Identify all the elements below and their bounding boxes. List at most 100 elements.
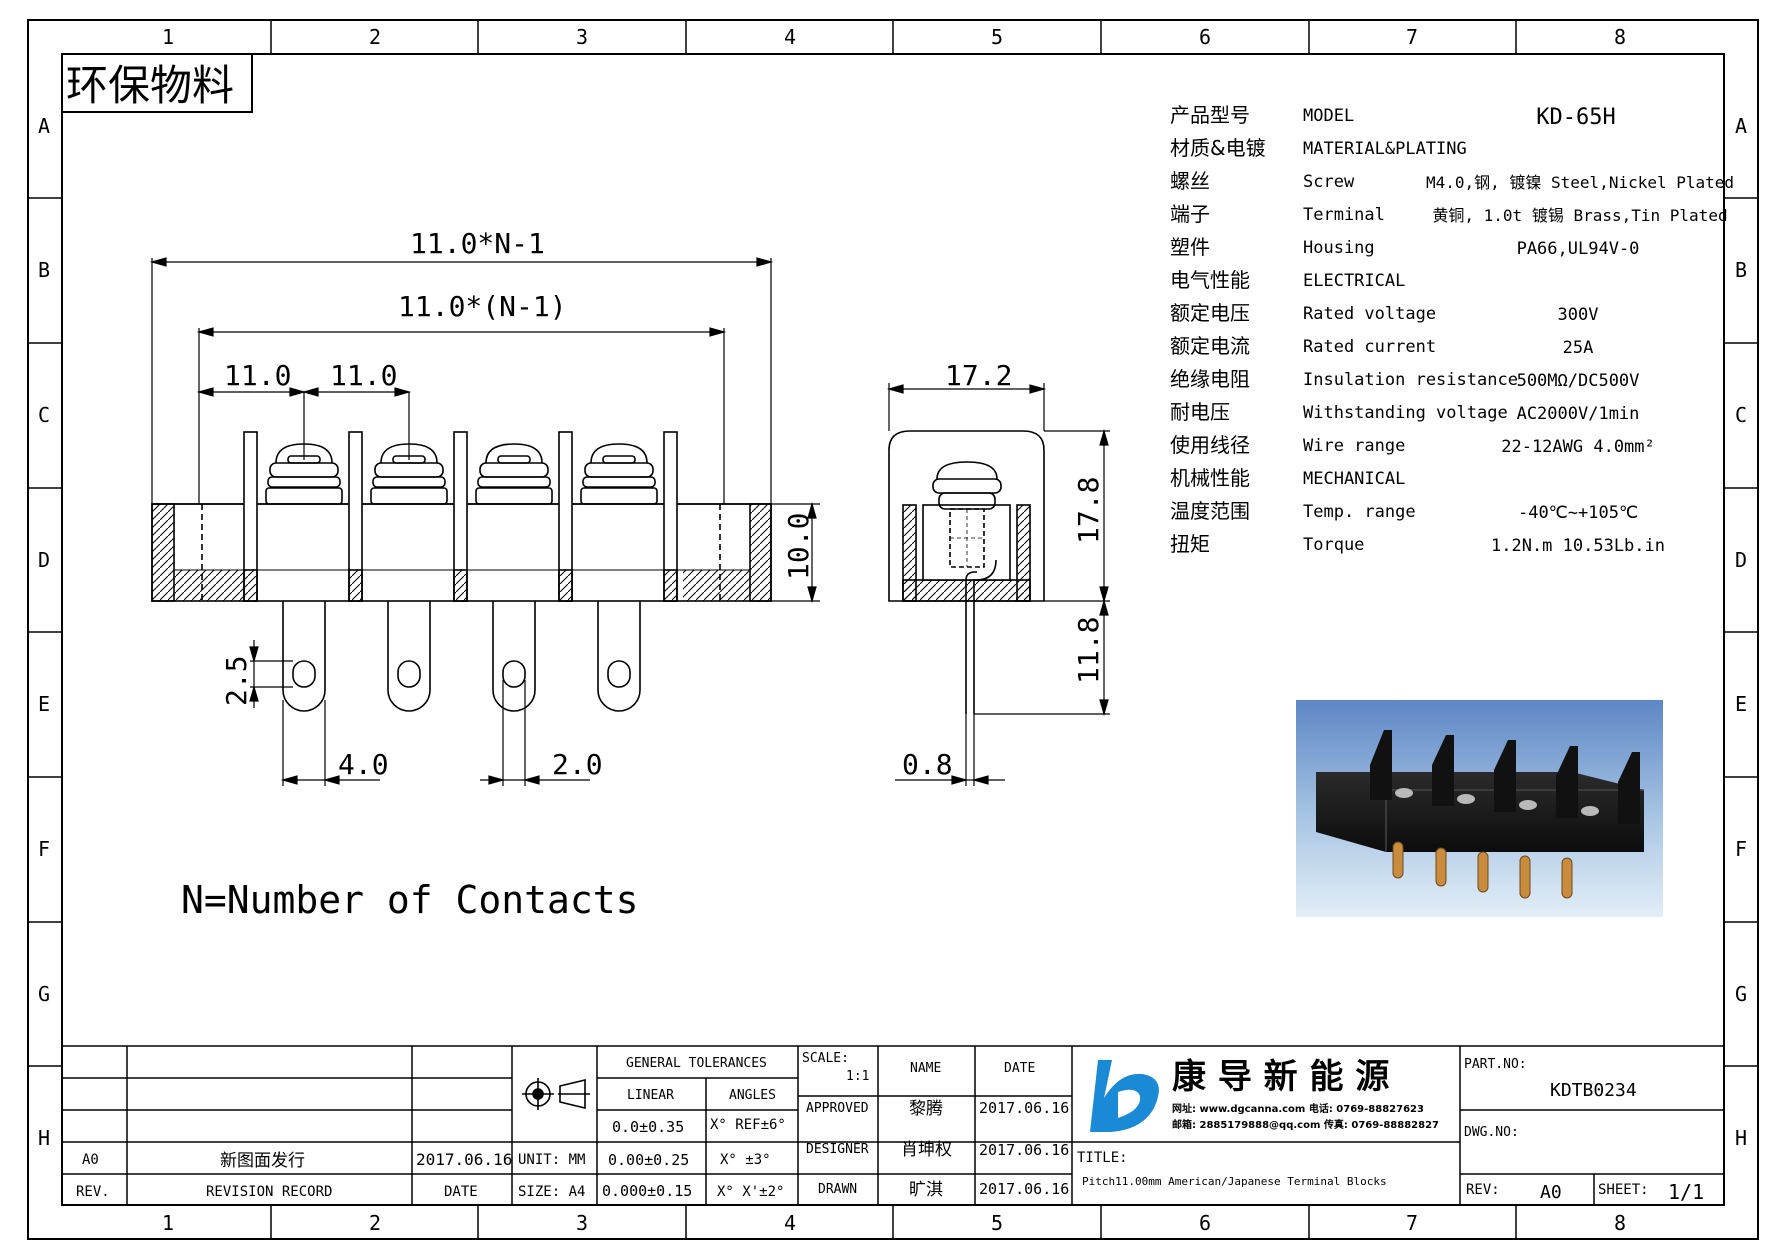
row-label-left-c: C — [38, 403, 50, 427]
spec-screw-value: M4.0,钢, 镀镍 Steel,Nickel Plated — [1426, 173, 1734, 192]
spec-housing-value: PA66,UL94V-0 — [1517, 239, 1640, 259]
row-label-right-e: E — [1735, 692, 1747, 716]
designer-name: 肖坤权 — [901, 1140, 952, 1160]
row-label-left-e: E — [38, 692, 50, 716]
product-photo — [1296, 700, 1663, 917]
spec-rated-voltage-cn: 额定电压 — [1170, 301, 1250, 325]
front-dimension-labels: 11.0*N-1 11.0*(N-1) 11.0 11.0 10.0 2.5 4… — [220, 227, 815, 781]
general-tolerances-label: GENERAL TOLERANCES — [626, 1056, 767, 1071]
spec-torque-value: 1.2N.m 10.53Lb.in — [1491, 536, 1665, 556]
tolerance-angle-3: X° X'±2° — [717, 1184, 784, 1200]
dim-side-width: 17.2 — [945, 359, 1012, 392]
rev-label: REV: — [1466, 1182, 1500, 1198]
col-label-bottom-3: 3 — [576, 1211, 588, 1235]
company-logo: 康 导 新 能 源 网址: www.dgcanna.com 电话: 0769-8… — [1090, 1057, 1439, 1132]
row-label-right-g: G — [1735, 982, 1747, 1006]
screw-heads — [265, 443, 658, 505]
row-label-right-b: B — [1735, 258, 1747, 282]
col-label-top-8: 8 — [1614, 25, 1626, 49]
projection-symbol — [522, 1078, 590, 1110]
spec-rated-current-value: 25A — [1563, 338, 1594, 358]
col-label-bottom-7: 7 — [1406, 1211, 1418, 1235]
side-dimensions — [886, 383, 1110, 786]
spec-temp-range-en: Temp. range — [1303, 502, 1416, 522]
rev-column-label: REV. — [76, 1184, 110, 1200]
revision-date: 2017.06.16 — [416, 1150, 512, 1169]
col-label-top-5: 5 — [991, 25, 1003, 49]
spec-rated-voltage-en: Rated voltage — [1303, 304, 1436, 324]
spec-material-en: MATERIAL&PLATING — [1303, 139, 1467, 159]
spec-electrical-cn: 电气性能 — [1170, 268, 1250, 292]
eco-label-text: 环保物料 — [66, 61, 234, 110]
row-label-left-h: H — [38, 1126, 50, 1150]
col-label-top-3: 3 — [576, 25, 588, 49]
spec-mechanical-en: MECHANICAL — [1303, 469, 1405, 489]
spec-rated-current-en: Rated current — [1303, 337, 1436, 357]
spec-torque-en: Torque — [1303, 535, 1364, 555]
row-label-left-a: A — [38, 114, 50, 138]
company-contact-2: 邮箱: 2885179888@qq.com 传真: 0769-88882827 — [1172, 1118, 1439, 1131]
row-label-right-d: D — [1735, 548, 1747, 572]
row-labels: A B C D E F G H A B C D E F G H — [38, 114, 1747, 1150]
col-label-bottom-2: 2 — [369, 1211, 381, 1235]
row-label-right-f: F — [1735, 837, 1747, 861]
dim-pin-thickness: 0.8 — [902, 748, 953, 781]
spec-terminal-en: Terminal — [1303, 205, 1385, 225]
spec-insulation-en: Insulation resistance — [1303, 370, 1518, 390]
spec-temp-range-value: -40℃~+105℃ — [1518, 503, 1638, 523]
dim-pitch-2: 11.0 — [330, 359, 397, 392]
row-label-right-c: C — [1735, 403, 1747, 427]
linear-label: LINEAR — [627, 1088, 674, 1103]
spec-rated-voltage-value: 300V — [1558, 305, 1599, 325]
approved-name: 黎腾 — [909, 1099, 943, 1119]
spec-mechanical-cn: 机械性能 — [1170, 466, 1250, 490]
row-label-left-d: D — [38, 548, 50, 572]
col-label-top-7: 7 — [1406, 25, 1418, 49]
col-label-bottom-6: 6 — [1199, 1211, 1211, 1235]
date-label-header: DATE — [1004, 1061, 1035, 1076]
title-label: TITLE: — [1077, 1150, 1128, 1166]
side-body-outline — [888, 430, 1045, 602]
designer-date: 2017.06.16 — [979, 1141, 1069, 1159]
spec-wire-range-value: 22-12AWG 4.0mm² — [1501, 437, 1655, 457]
company-name: 康 导 新 能 源 — [1172, 1057, 1389, 1097]
spec-wire-range-cn: 使用线径 — [1170, 433, 1250, 457]
front-dimensions — [149, 257, 820, 786]
side-pin — [965, 571, 977, 714]
spec-material-cn: 材质&电镀 — [1170, 136, 1266, 160]
col-label-top-2: 2 — [369, 25, 381, 49]
drawn-label: DRAWN — [818, 1182, 857, 1197]
spec-insulation-value: 500MΩ/DC500V — [1517, 371, 1640, 391]
side-dimension-labels: 17.2 17.8 11.8 0.8 — [902, 359, 1105, 781]
col-label-top-6: 6 — [1199, 25, 1211, 49]
spec-withstanding-cn: 耐电压 — [1170, 400, 1230, 424]
part-no-label: PART.NO: — [1464, 1057, 1527, 1072]
spec-screw-cn: 螺丝 — [1170, 169, 1210, 193]
dim-pin-span: 11.0*(N-1) — [398, 290, 567, 323]
company-contact-1: 网址: www.dgcanna.com 电话: 0769-88827623 — [1172, 1102, 1424, 1115]
spec-terminal-value: 黄铜, 1.0t 镀锡 Brass,Tin Plated — [1432, 206, 1727, 225]
col-label-bottom-5: 5 — [991, 1211, 1003, 1235]
sheet-value: 1/1 — [1668, 1180, 1704, 1204]
spec-housing-cn: 塑件 — [1170, 235, 1210, 259]
col-label-bottom-4: 4 — [784, 1211, 796, 1235]
spec-torque-cn: 扭矩 — [1170, 532, 1210, 556]
row-label-left-b: B — [38, 258, 50, 282]
dwg-no-label: DWG.NO: — [1464, 1125, 1519, 1140]
row-zones — [28, 197, 1758, 1067]
spec-model-value: KD-65H — [1536, 105, 1615, 130]
tolerance-linear-1: 0.0±0.35 — [612, 1118, 684, 1136]
dim-pitch-1: 11.0 — [224, 359, 291, 392]
drawn-name: 旷淇 — [909, 1180, 943, 1200]
title-block-text: A0 新图面发行 2017.06.16 REV. REVISION RECORD… — [76, 1051, 1704, 1204]
date-column-label: DATE — [444, 1184, 478, 1200]
tolerance-angle-1: X° REF±6° — [710, 1117, 786, 1133]
part-no-value: KDTB0234 — [1550, 1080, 1637, 1101]
spec-wire-range-en: Wire range — [1303, 436, 1405, 456]
tolerance-angle-2: X° ±3° — [720, 1152, 771, 1168]
tolerance-linear-2: 0.00±0.25 — [608, 1151, 689, 1169]
title-block-grid — [62, 1045, 1724, 1205]
title-value: Pitch11.00mm American/Japanese Terminal … — [1082, 1175, 1387, 1188]
spec-model-en: MODEL — [1303, 106, 1354, 126]
